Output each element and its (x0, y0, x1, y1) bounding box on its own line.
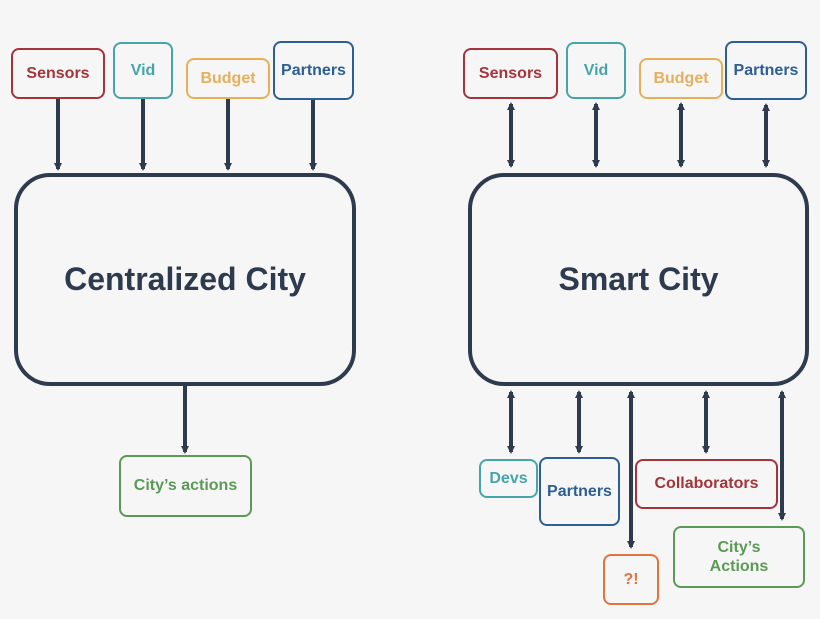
left-vid-box: Vid (113, 42, 173, 99)
right-out-partners-label: Partners (547, 482, 612, 500)
left-sensors-label: Sensors (26, 64, 90, 82)
left-vid-label: Vid (130, 61, 156, 79)
right-unknown-box: ?! (603, 554, 659, 605)
right-vid-box: Vid (566, 42, 626, 99)
left-citys-actions-box: City’s actions (119, 455, 252, 517)
right-out-partners-box: Partners (539, 457, 620, 526)
centralized-city-title: Centralized City (64, 261, 306, 298)
right-sensors-label: Sensors (478, 64, 543, 82)
right-budget-box: Budget (639, 58, 723, 99)
left-budget-box: Budget (186, 58, 270, 99)
right-citys-actions-box: City’s Actions (673, 526, 805, 588)
right-citys-actions-label: City’s Actions (709, 538, 769, 575)
left-budget-label: Budget (200, 69, 256, 87)
smart-city-box: Smart City (468, 173, 809, 386)
smart-city-title: Smart City (558, 261, 719, 298)
left-partners-label: Partners (281, 61, 346, 79)
right-devs-label: Devs (489, 469, 528, 487)
right-collaborators-box: Collaborators (635, 459, 778, 509)
right-vid-label: Vid (583, 61, 609, 79)
right-budget-label: Budget (653, 69, 709, 87)
centralized-city-box: Centralized City (14, 173, 356, 386)
right-collaborators-label: Collaborators (654, 475, 759, 493)
right-devs-box: Devs (479, 459, 538, 498)
left-citys-actions-label: City’s actions (133, 477, 238, 495)
right-sensors-box: Sensors (463, 48, 558, 99)
right-partners-box: Partners (725, 41, 807, 100)
left-sensors-box: Sensors (11, 48, 105, 99)
left-partners-box: Partners (273, 41, 354, 100)
right-unknown-label: ?! (623, 570, 639, 588)
right-partners-label: Partners (733, 61, 799, 79)
